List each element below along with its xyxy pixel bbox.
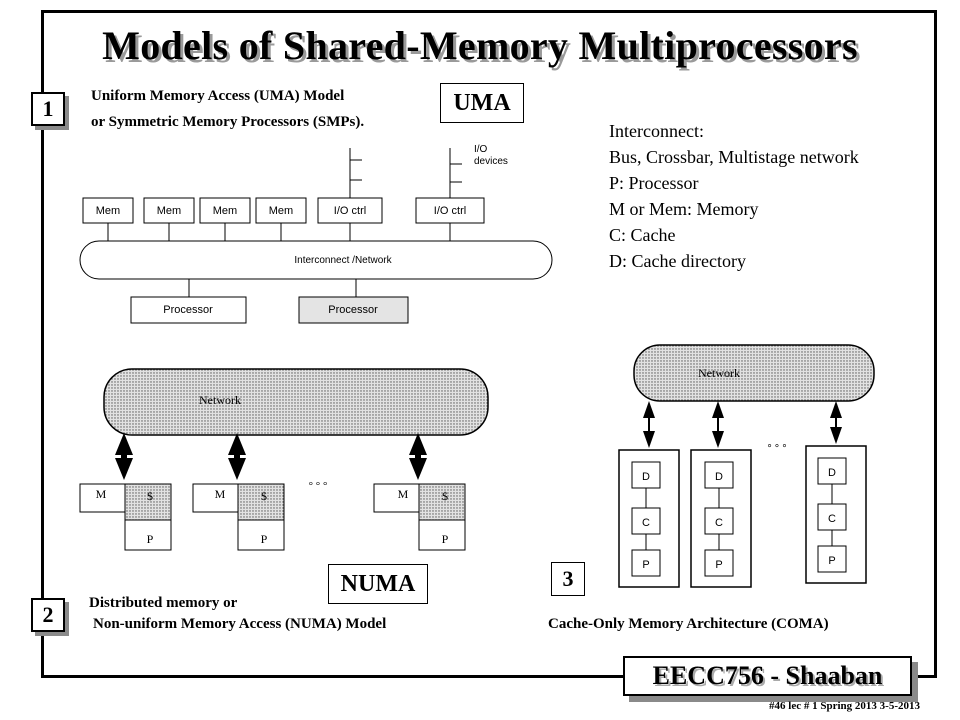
numa-node: M $ P [192, 483, 285, 551]
mem-box: Mem [199, 197, 251, 241]
uma-tag: UMA [440, 83, 524, 123]
mem-box: Mem [255, 197, 307, 241]
node-m-label: M [398, 487, 409, 501]
node-cache-label: $ [261, 489, 267, 503]
node-m-label: M [96, 487, 107, 501]
io-ctrl-box: I/O ctrl [415, 148, 485, 241]
processor-label: Processor [328, 304, 378, 316]
node-cache-label: $ [442, 489, 448, 503]
coma-ellipsis: ° ° ° [767, 443, 786, 455]
node-cache-label: $ [147, 489, 153, 503]
numa-link-arrow [409, 433, 427, 480]
mem-label: Mem [269, 205, 293, 217]
node-p-label: P [715, 559, 722, 571]
legend-line: Interconnect: [609, 121, 704, 141]
numa-ellipsis: ° ° ° [309, 480, 328, 492]
interconnect-bus [79, 240, 553, 280]
node-d-label: D [828, 467, 836, 479]
io-devices-label: I/O [474, 144, 488, 155]
legend-line: Bus, Crossbar, Multistage network [609, 147, 859, 167]
legend-line: P: Processor [609, 173, 699, 193]
numa-network [103, 368, 489, 436]
coma-link-arrow [712, 401, 724, 448]
io-ctrl-label: I/O ctrl [334, 205, 366, 217]
coma-network [633, 344, 875, 402]
legend-line: M or Mem: Memory [609, 199, 759, 219]
node-p-label: P [442, 532, 449, 546]
uma-heading-line1: Uniform Memory Access (UMA) Model [91, 88, 345, 104]
legend-line: C: Cache [609, 225, 676, 245]
node-m-label: M [215, 487, 226, 501]
node-p-label: P [642, 559, 649, 571]
section-number-3: 3 [551, 562, 585, 596]
uma-heading-line2: or Symmetric Memory Processors (SMPs). [91, 114, 365, 130]
numa-heading-line1: Distributed memory or [89, 595, 238, 611]
coma-caption: Cache-Only Memory Architecture (COMA) [548, 616, 829, 632]
processor-label: Processor [163, 304, 213, 316]
numa-heading-line2: Non-uniform Memory Access (NUMA) Model [93, 616, 387, 632]
numa-node: M $ P [79, 483, 172, 551]
io-ctrl-label: I/O ctrl [434, 205, 466, 217]
mem-label: Mem [213, 205, 237, 217]
mem-box: Mem [143, 197, 195, 241]
mem-label: Mem [157, 205, 181, 217]
numa-node: M $ P [373, 483, 466, 551]
mem-label: Mem [96, 205, 120, 217]
legend-line: D: Cache directory [609, 251, 746, 271]
coma-node: D C P [690, 449, 752, 588]
coma-node: D C P [618, 449, 680, 588]
section-number-2: 2 [31, 598, 65, 632]
processor-box [130, 296, 247, 324]
slide-title: Models of Shared-Memory Multiprocessors [102, 23, 858, 68]
coma-network-label: Network [698, 366, 740, 380]
numa-network-label: Network [199, 393, 241, 407]
slide-frame [41, 10, 937, 678]
coma-link-arrow [643, 401, 655, 448]
node-d-label: D [715, 471, 723, 483]
numa-tag: NUMA [328, 564, 428, 604]
course-badge: EECC756 - Shaaban [623, 656, 912, 696]
coma-node: D C P [805, 445, 867, 584]
coma-link-arrow [830, 401, 842, 444]
node-c-label: C [828, 513, 836, 525]
node-c-label: C [715, 517, 723, 529]
numa-link-arrow [228, 433, 246, 480]
numa-link-arrow [115, 433, 133, 480]
section-number-1: 1 [31, 92, 65, 126]
node-d-label: D [642, 471, 650, 483]
io-devices-label: devices [474, 156, 508, 167]
footer-info: #46 lec # 1 Spring 2013 3-5-2013 [769, 700, 920, 712]
uma-diagram: Mem Mem Mem Mem I/O ctrl [79, 144, 553, 324]
node-p-label: P [828, 555, 835, 567]
node-p-label: P [261, 532, 268, 546]
node-p-label: P [147, 532, 154, 546]
interconnect-label: Interconnect /Network [294, 255, 392, 266]
mem-box: Mem [82, 197, 134, 241]
processor-box [298, 296, 409, 324]
io-ctrl-box: I/O ctrl [317, 148, 383, 241]
legend: Interconnect: Bus, Crossbar, Multistage … [609, 118, 859, 274]
node-c-label: C [642, 517, 650, 529]
coma-diagram: Network D C P [618, 344, 875, 588]
numa-diagram: Network M $ P M [79, 368, 489, 551]
